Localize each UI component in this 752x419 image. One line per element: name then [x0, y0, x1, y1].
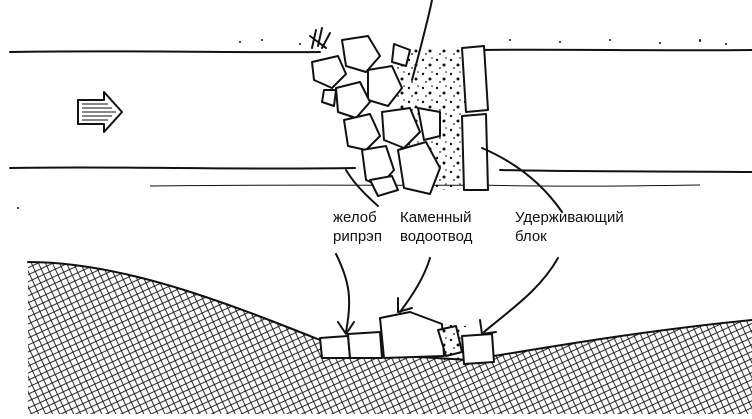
- riprap-rocks-section: [320, 312, 462, 358]
- label-riprap-line1: желоб: [333, 208, 382, 227]
- label-stone-check-dam: Каменный водоотвод: [400, 208, 472, 246]
- leader-stone-section: [400, 258, 430, 312]
- leader-block-section: [484, 258, 558, 332]
- leader-block-plan: [482, 148, 562, 212]
- retaining-blocks-plan: [462, 46, 488, 190]
- label-retaining-block: Удерживающий блок: [515, 208, 624, 246]
- leader-riprap-section: [336, 254, 349, 332]
- label-riprap-line2: рипрэп: [333, 227, 382, 246]
- retaining-block-section: [462, 334, 494, 364]
- label-block-line1: Удерживающий: [515, 208, 624, 227]
- label-block-line2: блок: [515, 227, 624, 246]
- arrowhead-block: [480, 320, 496, 334]
- label-stone-line1: Каменный: [400, 208, 472, 227]
- label-stone-line2: водоотвод: [400, 227, 472, 246]
- label-riprap: желоб рипрэп: [333, 208, 382, 246]
- flow-direction-arrow-icon: [78, 92, 122, 132]
- grass-tuft: [310, 28, 330, 48]
- channel-top-bank: [10, 50, 752, 52]
